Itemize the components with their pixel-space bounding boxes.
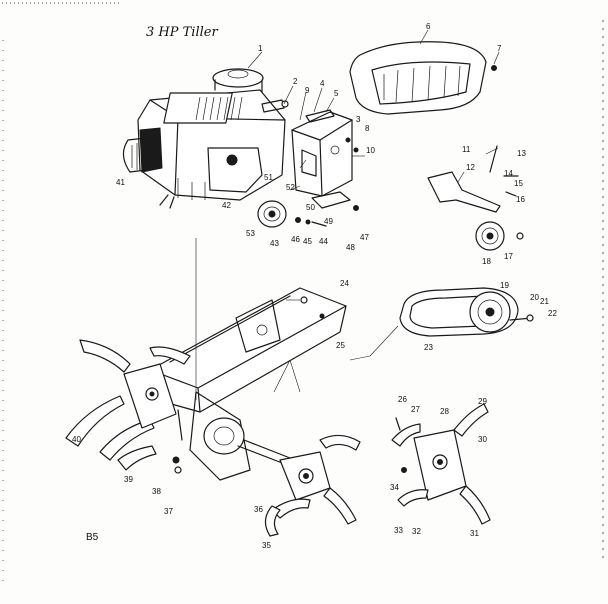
callout-4: 4 bbox=[320, 79, 325, 88]
callout-21: 21 bbox=[540, 297, 549, 306]
callout-22: 22 bbox=[548, 309, 557, 318]
belt-and-pulley bbox=[399, 287, 534, 337]
callout-17: 17 bbox=[504, 252, 513, 261]
callout-20: 20 bbox=[530, 293, 539, 302]
callout-32: 32 bbox=[412, 527, 421, 536]
callout-49: 49 bbox=[324, 217, 333, 226]
callout-41: 41 bbox=[116, 178, 125, 187]
engine-shroud bbox=[349, 41, 497, 115]
engine-pulley bbox=[257, 200, 327, 228]
callout-9: 9 bbox=[305, 86, 310, 95]
tiller-frame bbox=[149, 287, 347, 481]
callout-27: 27 bbox=[411, 405, 420, 414]
callout-33: 33 bbox=[394, 526, 403, 535]
callout-6: 6 bbox=[426, 22, 431, 31]
callout-40: 40 bbox=[72, 435, 81, 444]
callout-42: 42 bbox=[222, 201, 231, 210]
callout-2: 2 bbox=[293, 77, 298, 86]
callout-30: 30 bbox=[478, 435, 487, 444]
callout-15: 15 bbox=[514, 179, 523, 188]
callout-51: 51 bbox=[264, 173, 273, 182]
callout-31: 31 bbox=[470, 529, 479, 538]
callout-11: 11 bbox=[462, 145, 471, 154]
callout-19: 19 bbox=[500, 281, 509, 290]
idler-arm-assembly bbox=[427, 145, 524, 251]
callout-26: 26 bbox=[398, 395, 407, 404]
right-tine-assembly bbox=[391, 403, 491, 525]
callout-53: 53 bbox=[246, 229, 255, 238]
callout-13: 13 bbox=[517, 149, 526, 158]
callout-1: 1 bbox=[258, 44, 263, 53]
callout-8: 8 bbox=[365, 124, 370, 133]
callout-34: 34 bbox=[390, 483, 399, 492]
engine-mount-bracket bbox=[291, 109, 359, 211]
callout-36: 36 bbox=[254, 505, 263, 514]
callout-12: 12 bbox=[466, 163, 475, 172]
callout-47: 47 bbox=[360, 233, 369, 242]
left-tine-assembly bbox=[65, 339, 191, 474]
callout-18: 18 bbox=[482, 257, 491, 266]
callout-44: 44 bbox=[319, 237, 328, 246]
callout-16: 16 bbox=[516, 195, 525, 204]
callout-14: 14 bbox=[504, 169, 513, 178]
callout-48: 48 bbox=[346, 243, 355, 252]
callout-37: 37 bbox=[164, 507, 173, 516]
callout-28: 28 bbox=[440, 407, 449, 416]
callout-29: 29 bbox=[478, 397, 487, 406]
callout-labels: 1 2 3 4 5 6 7 8 9 10 11 12 13 14 15 16 1… bbox=[72, 22, 557, 550]
callout-25: 25 bbox=[336, 341, 345, 350]
callout-38: 38 bbox=[152, 487, 161, 496]
callout-45: 45 bbox=[303, 237, 312, 246]
callout-39: 39 bbox=[124, 475, 133, 484]
callout-3: 3 bbox=[356, 115, 361, 124]
page-number: B5 bbox=[86, 532, 99, 543]
engine-assembly bbox=[122, 68, 289, 209]
callout-24: 24 bbox=[340, 279, 349, 288]
leader-lines bbox=[195, 29, 500, 400]
callout-50: 50 bbox=[306, 203, 315, 212]
callout-52: 52 bbox=[286, 183, 295, 192]
callout-23: 23 bbox=[424, 343, 433, 352]
callout-35: 35 bbox=[262, 541, 271, 550]
callout-10: 10 bbox=[366, 146, 375, 155]
scan-edge-marks bbox=[2, 2, 604, 590]
diagram-title: 3 HP Tiller bbox=[146, 25, 218, 40]
center-tine-assembly bbox=[264, 434, 361, 537]
callout-5: 5 bbox=[334, 89, 339, 98]
callout-46: 46 bbox=[291, 235, 300, 244]
callout-7: 7 bbox=[497, 44, 502, 53]
callout-43: 43 bbox=[270, 239, 279, 248]
